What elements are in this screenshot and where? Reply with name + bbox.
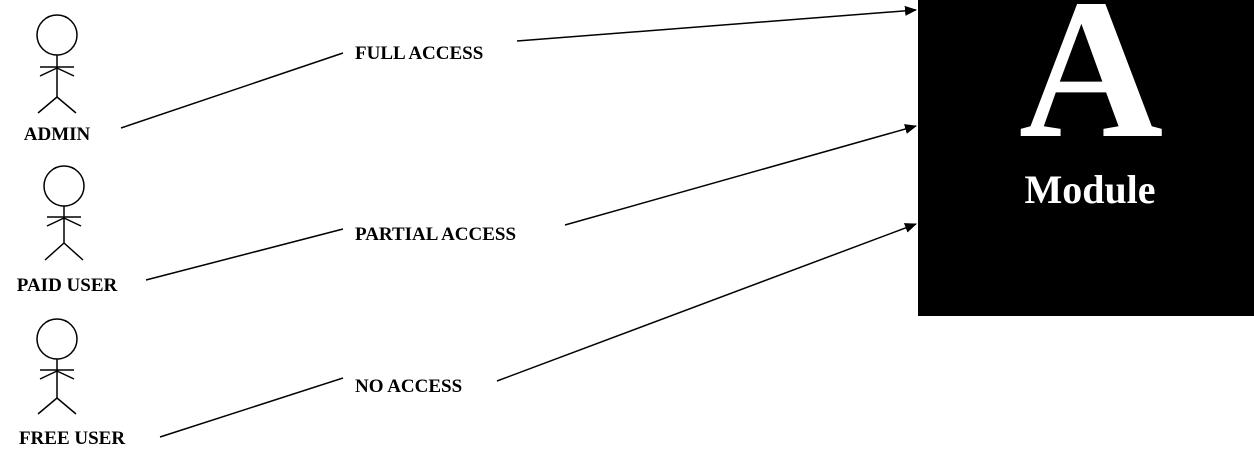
actor-admin: ADMIN (24, 14, 91, 145)
edge-label-no-access: NO ACCESS (355, 376, 462, 397)
edge-no-access: NO ACCESS (159, 223, 917, 438)
module-letter: A (1019, 0, 1163, 180)
edge-arrow (496, 223, 917, 382)
stick-figure-icon (36, 14, 78, 114)
actor-label-admin: ADMIN (24, 124, 91, 145)
edge-arrow (564, 124, 917, 226)
actor-free-user: FREE USER (19, 318, 125, 449)
stick-figure-icon (36, 318, 78, 415)
module-box: A Module (918, 0, 1254, 316)
module-name: Module (1024, 167, 1155, 212)
edge-line-in (120, 52, 344, 129)
actor-paid-user: PAID USER (17, 165, 118, 296)
module-background (918, 0, 1254, 316)
edge-label-full-access: FULL ACCESS (355, 43, 483, 64)
edge-partial-access: PARTIAL ACCESS (145, 124, 917, 281)
edge-full-access: FULL ACCESS (120, 5, 917, 129)
edge-arrow (516, 5, 917, 42)
edge-label-partial-access: PARTIAL ACCESS (355, 224, 516, 245)
actor-label-paid-user: PAID USER (17, 275, 118, 296)
stick-figure-icon (43, 165, 85, 261)
edge-line-in (145, 228, 344, 281)
actor-label-free-user: FREE USER (19, 428, 125, 449)
edge-line-in (159, 377, 344, 438)
